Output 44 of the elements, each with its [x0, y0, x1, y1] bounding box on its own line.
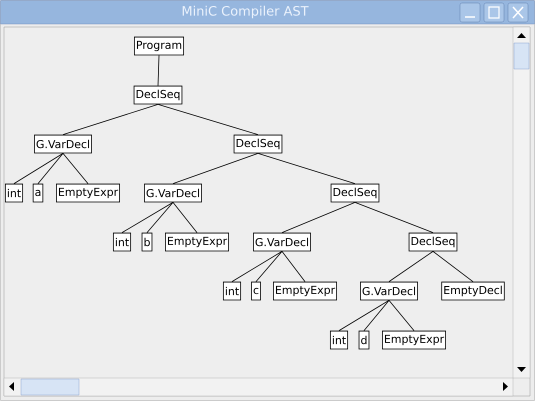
- tree-node: int: [330, 330, 348, 350]
- tree-edge: [158, 54, 160, 86]
- tree-edge: [282, 202, 356, 234]
- tree-node: a: [32, 184, 44, 202]
- tree-node: DeclSeq: [234, 134, 282, 154]
- tree-edge: [62, 152, 88, 184]
- tree-node: int: [4, 184, 24, 202]
- tree-node: int: [222, 282, 242, 300]
- tree-edge: [232, 250, 282, 282]
- tree-edge: [146, 202, 174, 234]
- tree-edge: [338, 300, 390, 332]
- tree-node: DeclSeq: [330, 184, 380, 202]
- tree-node: int: [112, 232, 132, 252]
- tree-node: DeclSeq: [408, 232, 458, 252]
- tree-edge: [258, 152, 356, 184]
- tree-node: DeclSeq: [134, 86, 182, 104]
- tree-edge: [38, 152, 64, 184]
- tree-edge: [354, 202, 434, 234]
- tree-node: G.VarDecl: [144, 184, 202, 202]
- tree-node: G.VarDecl: [34, 134, 92, 154]
- tree-edge: [432, 250, 474, 282]
- tree-node: EmptyExpr: [382, 330, 446, 350]
- tree-node: EmptyDecl: [441, 282, 505, 300]
- window-title: MiniC Compiler AST: [182, 6, 309, 18]
- tree-edge: [172, 202, 198, 234]
- tree-edge: [122, 202, 174, 234]
- tree-edge: [282, 250, 306, 282]
- tree-node: EmptyExpr: [56, 184, 120, 202]
- tree-edge: [172, 152, 258, 184]
- tree-edge: [256, 250, 282, 282]
- tree-edge: [388, 250, 434, 282]
- tree-edge: [158, 104, 258, 136]
- tree-node: EmptyExpr: [165, 232, 229, 252]
- tree-node: d: [358, 330, 370, 350]
- tree-node: c: [251, 282, 261, 300]
- tree-node: G.VarDecl: [360, 282, 418, 300]
- tree-node: EmptyExpr: [273, 282, 337, 300]
- tree-edge: [62, 104, 158, 136]
- tree-node: G.VarDecl: [253, 232, 311, 252]
- tree-edge: [14, 152, 64, 184]
- tree-node: Program: [134, 36, 184, 56]
- tree-edge: [364, 300, 390, 332]
- tree-edge: [388, 300, 414, 332]
- tree-node: b: [142, 232, 152, 252]
